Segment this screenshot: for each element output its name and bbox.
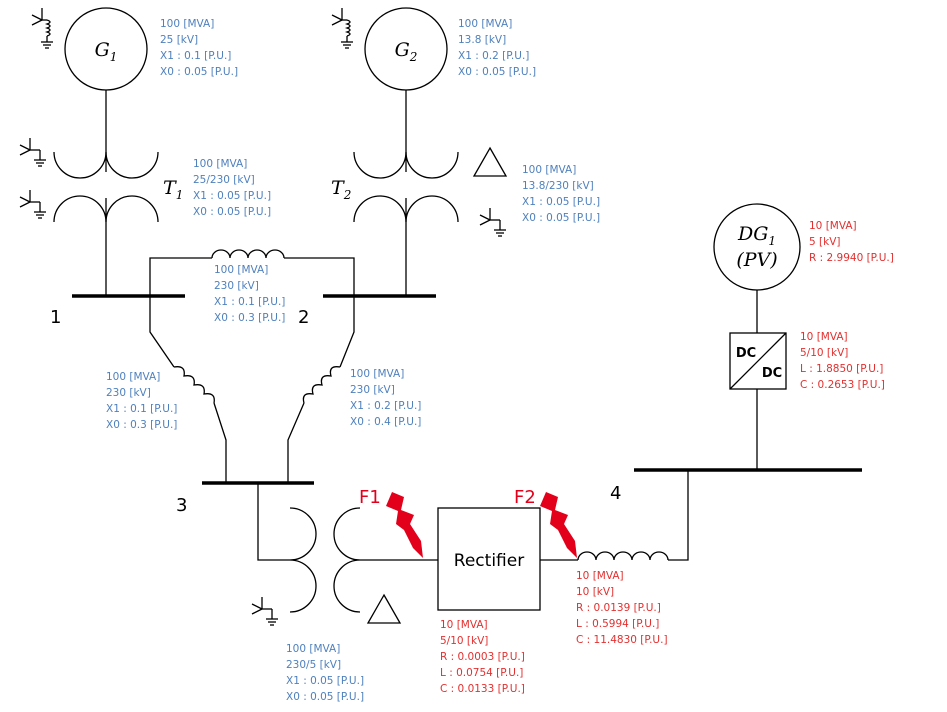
rectifier-params: 10 [MVA] 5/10 [kV] R : 0.0003 [P.U.] L :… — [440, 619, 525, 695]
svg-text:100 [MVA]: 100 [MVA] — [522, 164, 576, 176]
svg-text:100 [MVA]: 100 [MVA] — [286, 643, 340, 655]
svg-text:X1 : 0.05 [P.U.]: X1 : 0.05 [P.U.] — [286, 675, 364, 687]
svg-text:13.8/230 [kV]: 13.8/230 [kV] — [522, 180, 594, 192]
rectifier-label: Rectifier — [454, 551, 524, 571]
svg-text:10 [kV]: 10 [kV] — [576, 586, 614, 598]
svg-text:C : 0.2653 [P.U.]: C : 0.2653 [P.U.] — [800, 379, 885, 391]
dg1-params: 10 [MVA] 5 [kV] R : 2.9940 [P.U.] — [809, 220, 894, 264]
svg-text:L : 1.8850 [P.U.]: L : 1.8850 [P.U.] — [800, 363, 883, 375]
bus-3-label: 3 — [176, 495, 187, 516]
svg-text:G2: G2 — [395, 39, 418, 64]
g2-params: 100 [MVA] 13.8 [kV] X1 : 0.2 [P.U.] X0 :… — [458, 18, 536, 78]
svg-text:X0 : 0.05 [P.U.]: X0 : 0.05 [P.U.] — [193, 206, 271, 218]
g1-ground-symbol — [31, 7, 54, 49]
svg-text:X1 : 0.2 [P.U.]: X1 : 0.2 [P.U.] — [350, 400, 421, 412]
svg-text:25/230 [kV]: 25/230 [kV] — [193, 174, 255, 186]
svg-text:X0 : 0.4 [P.U.]: X0 : 0.4 [P.U.] — [350, 416, 421, 428]
transformer-t2: T2 — [331, 151, 459, 223]
dc-line-inductor — [577, 551, 669, 561]
svg-text:X0 : 0.05 [P.U.]: X0 : 0.05 [P.U.] — [458, 66, 536, 78]
generator-g2: G2 — [364, 7, 448, 91]
dcdc-params: 10 [MVA] 5/10 [kV] L : 1.8850 [P.U.] C :… — [800, 331, 885, 391]
svg-text:DC: DC — [736, 346, 756, 361]
line-1-3-params: 100 [MVA] 230 [kV] X1 : 0.1 [P.U.] X0 : … — [106, 371, 177, 431]
svg-text:230/5 [kV]: 230/5 [kV] — [286, 659, 341, 671]
fault-f2-label: F2 — [514, 487, 536, 508]
svg-text:100 [MVA]: 100 [MVA] — [350, 368, 404, 380]
svg-text:X1 : 0.1 [P.U.]: X1 : 0.1 [P.U.] — [106, 403, 177, 415]
svg-text:X0 : 0.3 [P.U.]: X0 : 0.3 [P.U.] — [106, 419, 177, 431]
t2-wye-ground — [479, 207, 507, 237]
svg-text:230 [kV]: 230 [kV] — [350, 384, 395, 396]
svg-text:R : 2.9940 [P.U.]: R : 2.9940 [P.U.] — [809, 252, 894, 264]
t3-delta-symbol — [367, 594, 401, 624]
svg-text:X1 : 0.05 [P.U.]: X1 : 0.05 [P.U.] — [522, 196, 600, 208]
svg-text:10 [MVA]: 10 [MVA] — [809, 220, 857, 232]
svg-text:100 [MVA]: 100 [MVA] — [214, 264, 268, 276]
g1-params: 100 [MVA] 25 [kV] X1 : 0.1 [P.U.] X0 : 0… — [160, 18, 238, 78]
bus-1-label: 1 — [50, 307, 61, 328]
svg-text:X0 : 0.05 [P.U.]: X0 : 0.05 [P.U.] — [160, 66, 238, 78]
t3-params: 100 [MVA] 230/5 [kV] X1 : 0.05 [P.U.] X0… — [286, 643, 364, 703]
svg-text:X1 : 0.1 [P.U.]: X1 : 0.1 [P.U.] — [160, 50, 231, 62]
svg-text:230 [kV]: 230 [kV] — [214, 280, 259, 292]
svg-text:(PV): (PV) — [736, 249, 777, 271]
dcdc-converter: DC DC — [729, 332, 787, 390]
svg-text:L : 0.5994 [P.U.]: L : 0.5994 [P.U.] — [576, 618, 659, 630]
line-2-3 — [287, 296, 355, 483]
svg-text:L : 0.0754 [P.U.]: L : 0.0754 [P.U.] — [440, 667, 523, 679]
svg-text:C : 0.0133 [P.U.]: C : 0.0133 [P.U.] — [440, 683, 525, 695]
t3-wye-ground — [251, 596, 279, 626]
bus-4-label: 4 — [610, 483, 621, 504]
line-1-2 — [149, 249, 355, 296]
bus-2-label: 2 — [298, 307, 309, 328]
line-1-2-params: 100 [MVA] 230 [kV] X1 : 0.1 [P.U.] X0 : … — [214, 264, 285, 324]
svg-text:X1 : 0.05 [P.U.]: X1 : 0.05 [P.U.] — [193, 190, 271, 202]
svg-text:13.8 [kV]: 13.8 [kV] — [458, 34, 506, 46]
line-2-3-params: 100 [MVA] 230 [kV] X1 : 0.2 [P.U.] X0 : … — [350, 368, 421, 428]
svg-text:5/10 [kV]: 5/10 [kV] — [440, 635, 488, 647]
svg-text:T2: T2 — [331, 177, 351, 202]
svg-text:DC: DC — [762, 366, 782, 381]
dc-line-params: 10 [MVA] 10 [kV] R : 0.0139 [P.U.] L : 0… — [576, 570, 668, 646]
svg-text:5 [kV]: 5 [kV] — [809, 236, 840, 248]
svg-text:G1: G1 — [95, 39, 118, 64]
fault-f1-label: F1 — [359, 487, 381, 508]
svg-text:100 [MVA]: 100 [MVA] — [160, 18, 214, 30]
svg-text:X1 : 0.2 [P.U.]: X1 : 0.2 [P.U.] — [458, 50, 529, 62]
generator-dg1-pv: DG1 (PV) — [713, 203, 801, 291]
svg-text:R : 0.0139 [P.U.]: R : 0.0139 [P.U.] — [576, 602, 661, 614]
svg-text:X0 : 0.3 [P.U.]: X0 : 0.3 [P.U.] — [214, 312, 285, 324]
svg-text:100 [MVA]: 100 [MVA] — [458, 18, 512, 30]
svg-text:X0 : 0.05 [P.U.]: X0 : 0.05 [P.U.] — [286, 691, 364, 703]
fault-f1-lightning-icon — [386, 492, 423, 558]
g2-ground-symbol — [331, 7, 354, 49]
svg-text:100 [MVA]: 100 [MVA] — [106, 371, 160, 383]
svg-text:10 [MVA]: 10 [MVA] — [576, 570, 624, 582]
svg-text:10 [MVA]: 10 [MVA] — [440, 619, 488, 631]
t1-params: 100 [MVA] 25/230 [kV] X1 : 0.05 [P.U.] X… — [193, 158, 271, 218]
t1-primary-wye-ground — [19, 137, 47, 167]
t2-params: 100 [MVA] 13.8/230 [kV] X1 : 0.05 [P.U.]… — [522, 164, 600, 224]
svg-text:X1 : 0.1 [P.U.]: X1 : 0.1 [P.U.] — [214, 296, 285, 308]
svg-text:25 [kV]: 25 [kV] — [160, 34, 198, 46]
svg-text:C : 11.4830 [P.U.]: C : 11.4830 [P.U.] — [576, 634, 668, 646]
t1-secondary-wye-ground — [19, 189, 47, 219]
rectifier-box — [437, 507, 541, 611]
svg-text:X0 : 0.05 [P.U.]: X0 : 0.05 [P.U.] — [522, 212, 600, 224]
generator-g1: G1 — [64, 7, 148, 91]
fault-f2-lightning-icon — [540, 492, 577, 558]
svg-text:10 [MVA]: 10 [MVA] — [800, 331, 848, 343]
svg-text:5/10 [kV]: 5/10 [kV] — [800, 347, 848, 359]
transformer-t1: T1 — [53, 151, 183, 223]
svg-text:R : 0.0003 [P.U.]: R : 0.0003 [P.U.] — [440, 651, 525, 663]
svg-text:100 [MVA]: 100 [MVA] — [193, 158, 247, 170]
transformer-t3 — [289, 507, 361, 613]
line-1-3 — [149, 296, 227, 483]
t2-delta-symbol — [473, 147, 507, 177]
svg-text:DG1: DG1 — [737, 223, 776, 248]
svg-text:230 [kV]: 230 [kV] — [106, 387, 151, 399]
svg-text:T1: T1 — [163, 177, 183, 202]
